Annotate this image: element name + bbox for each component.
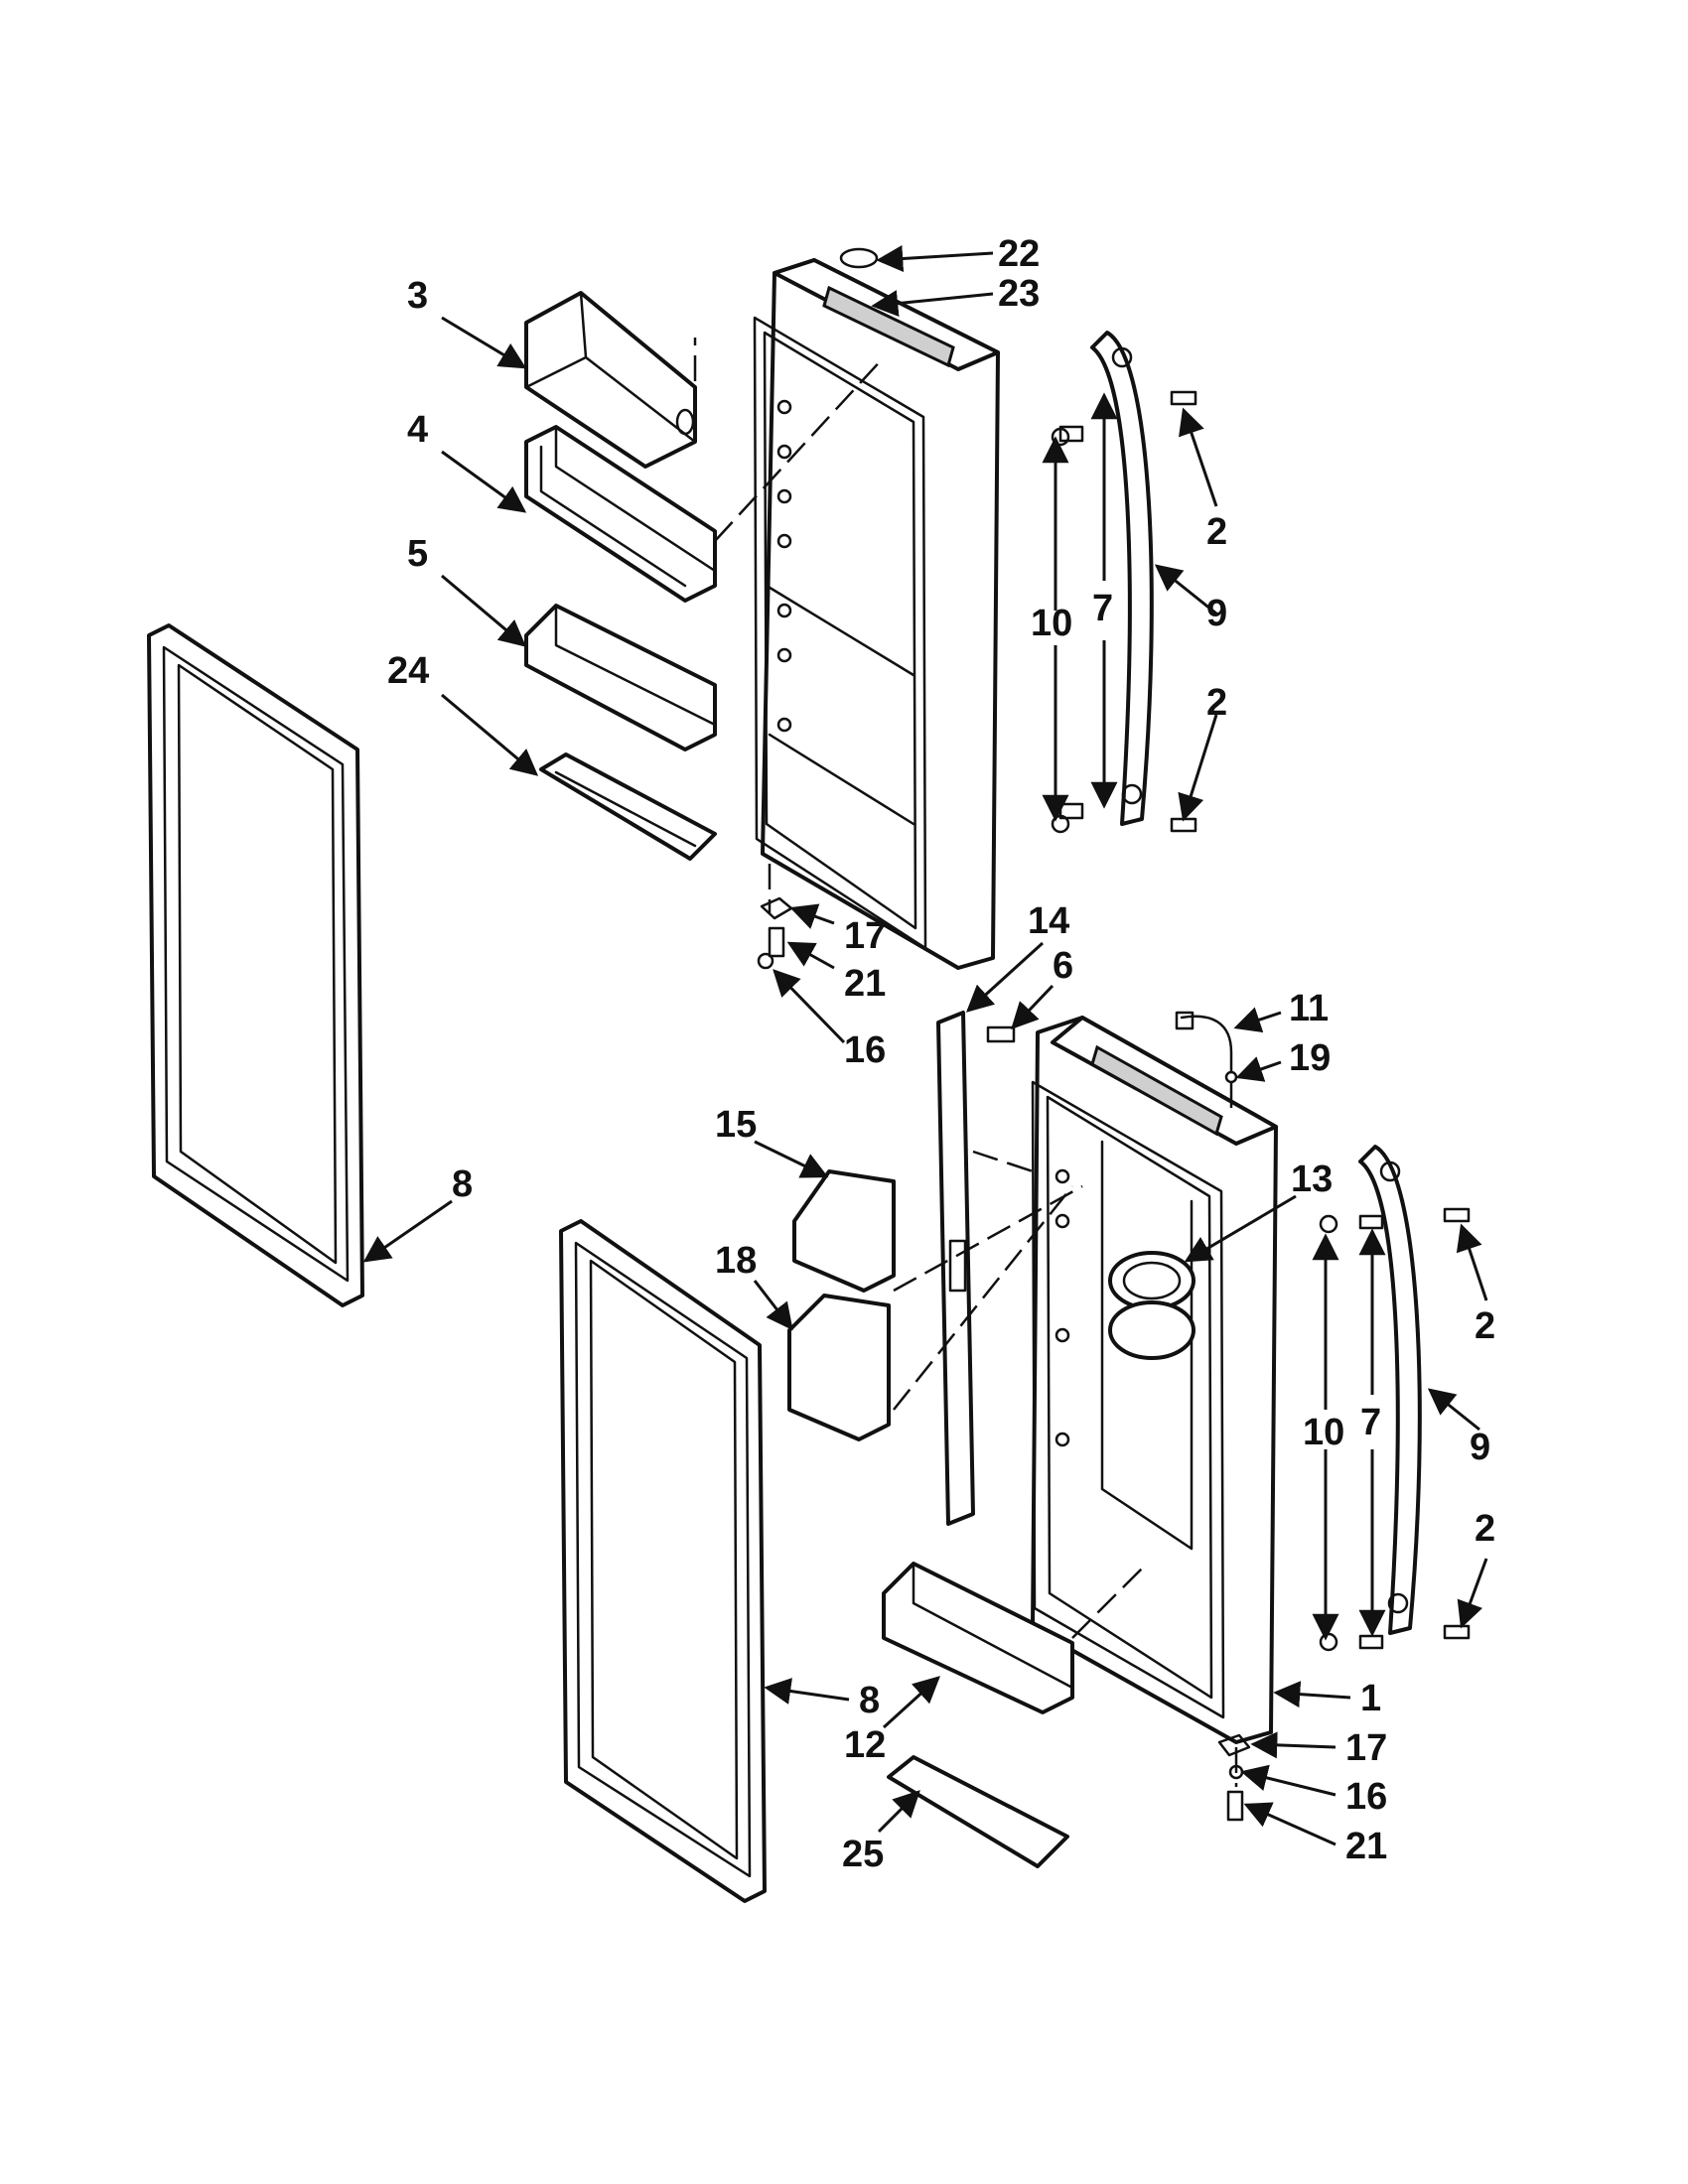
label-10-bot: 10 [1303,1412,1344,1453]
label-22: 22 [998,233,1040,275]
handle-lower-9 [1358,1145,1422,1635]
label-14: 14 [1028,900,1069,942]
label-8-bottom: 8 [859,1680,880,1721]
label-13: 13 [1291,1159,1333,1200]
door-bin-5 [524,604,717,751]
door-liner-lower [1031,1016,1278,1744]
bin-18 [787,1294,891,1441]
label-2-bot-upper: 2 [1475,1305,1495,1347]
alignment-lines [693,338,1238,1787]
label-16-bot: 16 [1345,1776,1387,1818]
door-bin-4 [524,425,717,603]
handle-upper-9 [1090,331,1154,826]
door-liner-upper [753,258,1000,970]
label-11: 11 [1289,988,1329,1029]
label-1: 1 [1360,1678,1381,1719]
leader-lines [362,245,1488,1846]
tray-25 [887,1755,1069,1868]
label-3: 3 [407,275,428,317]
label-6: 6 [1053,945,1073,987]
label-15: 15 [715,1104,757,1146]
label-9-bot: 9 [1470,1427,1490,1468]
label-2-top-upper: 2 [1206,511,1227,553]
label-16-top: 16 [844,1029,886,1071]
trim-strip-14 [936,1011,975,1526]
label-21-top: 21 [844,963,886,1005]
door-gasket-left [147,623,364,1307]
label-7-top: 7 [1092,588,1113,629]
bin-cover-3 [524,291,697,469]
label-7-bot: 7 [1360,1402,1381,1443]
label-24: 24 [387,650,429,692]
label-4: 4 [407,409,428,451]
label-17-top: 17 [844,915,886,957]
label-25: 25 [842,1834,884,1875]
door-gasket-bottom [559,1219,767,1903]
label-5: 5 [407,533,428,575]
label-19: 19 [1289,1037,1331,1079]
label-2-bot-lower: 2 [1475,1508,1495,1550]
label-10-top: 10 [1031,603,1072,644]
label-12: 12 [844,1724,886,1766]
door-bin-12 [882,1562,1074,1714]
label-21-bot: 21 [1345,1826,1387,1867]
label-8-left: 8 [452,1163,473,1205]
label-18: 18 [715,1240,757,1282]
label-2-top-lower: 2 [1206,682,1227,724]
bin-15 [792,1169,896,1293]
label-23: 23 [998,273,1040,315]
part-labels: 22 23 3 4 5 24 2 2 7 9 10 17 21 16 8 14 … [387,233,1495,1875]
label-9-top: 9 [1206,593,1227,634]
label-17-bot: 17 [1345,1727,1387,1769]
tray-24 [539,752,717,861]
